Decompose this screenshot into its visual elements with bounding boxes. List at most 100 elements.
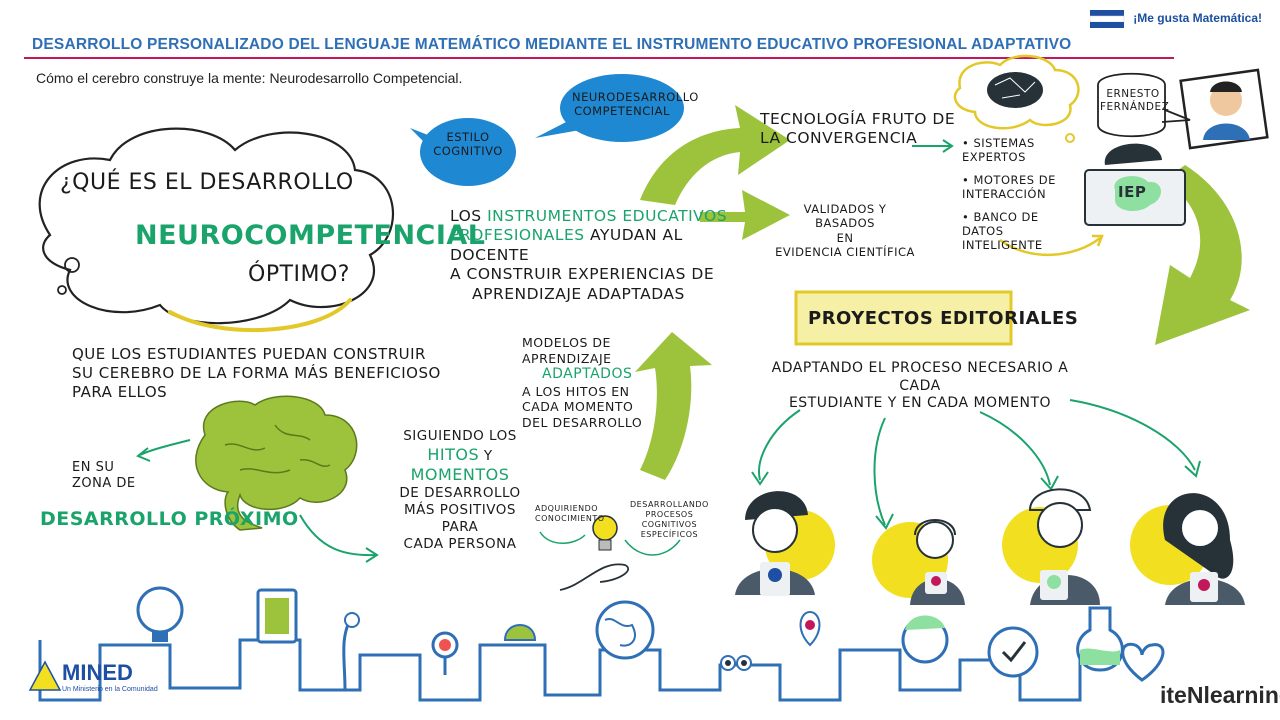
left-text-1: Que los estudiantes puedan construir — [72, 345, 426, 363]
hitos-7: cada persona — [403, 535, 517, 552]
proyectos-box — [794, 290, 1013, 346]
proyectos-title: Proyectos editoriales — [808, 308, 1079, 329]
hitos-text: Siguiendo los hitos y momentos de desarr… — [385, 428, 535, 552]
timeline-eyes-icon — [720, 655, 752, 671]
proyectos-sub: Adaptando el proceso necesario a cada es… — [755, 360, 1085, 413]
lightbulb-hand-icon — [539, 515, 681, 591]
author-name: Ernesto Fernández — [1100, 88, 1169, 114]
bubble-estilo-tail — [410, 128, 432, 150]
arrow-student-3 — [979, 411, 1051, 486]
tech-title: Tecnología fruto de la convergencia — [760, 110, 955, 149]
laptop-user — [1084, 143, 1186, 226]
timeline-globe-icon — [595, 600, 655, 660]
hitos-2: hitos — [427, 444, 480, 464]
question-line3: óptimo? — [248, 262, 350, 287]
left-text-2: su cerebro de la forma más beneficioso — [72, 363, 441, 382]
modelos-text: Modelos de aprendizaje adaptados a los h… — [522, 335, 662, 431]
left-text-3: para ellos — [72, 382, 168, 401]
timeline-heart-icon — [1121, 642, 1165, 682]
center-text-c: a construir experiencias de — [450, 265, 715, 284]
proyectos-sub-2: estudiante y en cada momento — [788, 395, 1052, 411]
zona-2: zona de — [72, 476, 136, 492]
center-text-a: Los — [450, 207, 488, 225]
left-paragraph: Que los estudiantes puedan construir su … — [72, 345, 462, 401]
brand-logo: ¡Me gusta Matemática! — [1089, 8, 1262, 30]
timeline-pin-icon — [799, 610, 821, 647]
student-4 — [1130, 493, 1245, 605]
question-cloud — [38, 127, 394, 325]
modelos-2: aprendizaje — [522, 350, 612, 366]
mined-subtext: Un Ministerio en la Comunidad — [62, 686, 158, 693]
page-subtitle: Cómo el cerebro construye la mente: Neur… — [36, 70, 463, 86]
bubble-neuro-tail — [535, 120, 580, 138]
hitos-5: de desarrollo — [399, 484, 521, 501]
bulb-right-4: específicos — [640, 530, 699, 539]
arrow-brain-left — [139, 439, 191, 456]
bulb-left-text: Adquiriendo conocimiento — [535, 504, 605, 524]
modelos-6: del desarrollo — [522, 415, 643, 430]
tech-title-2: la convergencia — [760, 129, 918, 148]
bubble-neuro: Neurodesarrollo competencial — [572, 90, 699, 119]
bubble-estilo: Estilo cognitivo — [433, 130, 503, 159]
itenlearning-logo: iteNlearning — [1160, 682, 1280, 708]
cloud-dot — [57, 285, 67, 295]
question-line1: ¿Qué es el desarrollo — [60, 170, 354, 195]
validated-2: en — [836, 230, 854, 245]
mined-logo: MINED Un Ministerio en la Comunidad — [62, 660, 158, 693]
validated-text: Validados y basados en evidencia científ… — [775, 202, 915, 260]
mined-text: MINED — [62, 660, 133, 685]
bulb-right-2: procesos — [645, 510, 694, 519]
brain-network-icon — [987, 72, 1043, 108]
bulb-right-1: Desarrollando — [630, 500, 709, 509]
bulb-left-1: Adquiriendo — [535, 504, 599, 513]
center-text-highlight-2: profesionales — [450, 226, 585, 245]
timeline-head-icon — [901, 615, 949, 664]
arrow-right — [700, 190, 790, 240]
tech-title-1: Tecnología fruto de — [760, 110, 956, 128]
arrow-thin-head — [942, 139, 954, 153]
arrow-student-2 — [873, 417, 886, 526]
arrow-up-middle — [635, 332, 712, 480]
center-paragraph: Los instrumentos educativos profesionale… — [450, 207, 750, 304]
zona-1: En su — [72, 460, 115, 475]
arrow-student-4 — [1069, 399, 1196, 471]
header-divider — [24, 57, 1174, 59]
center-text-b: ayudan al docente — [450, 226, 683, 264]
arrow-student-1 — [758, 409, 801, 481]
hitos-1: Siguiendo los — [403, 428, 517, 444]
zona-highlight: desarrollo próximo — [40, 508, 299, 530]
mined-logo-icon — [28, 660, 62, 691]
student-2 — [872, 519, 965, 605]
arrow-curve-laptop — [999, 237, 1101, 257]
center-text-d: aprendizaje adaptadas — [472, 284, 685, 303]
thought-cloud — [953, 54, 1080, 130]
timeline-magnifier-icon — [431, 631, 459, 675]
bulb-right-3: cognitivos — [641, 520, 698, 529]
student-1 — [735, 491, 835, 596]
hitos-3: y — [483, 447, 493, 464]
timeline-tablet-icon — [256, 588, 298, 644]
arrow-curve-laptop-head — [1092, 234, 1104, 247]
hitos-4: momentos — [410, 464, 510, 484]
page-title: DESARROLLO PERSONALIZADO DEL LENGUAJE MA… — [32, 36, 1072, 53]
timeline-dome-icon — [503, 624, 537, 641]
bubble-neuro-shape — [560, 74, 684, 142]
timeline-clock-icon — [987, 626, 1039, 678]
center-text-highlight: instrumentos educativos — [487, 207, 728, 225]
tech-list-item: • Banco de datos inteligente — [962, 209, 1043, 253]
hitos-6: más positivos para — [404, 501, 516, 535]
validated-1: Validados y basados — [803, 202, 887, 231]
modelos-4: a los hitos en — [522, 383, 630, 399]
brand-text: ¡Me gusta Matemática! — [1133, 11, 1262, 26]
arrow-up-right — [640, 105, 790, 205]
question-highlight: Neurocompetencial — [135, 220, 486, 251]
modelos-1: Modelos de — [522, 335, 611, 350]
timeline-flask-icon — [1076, 606, 1124, 672]
zona-text: En su zona de — [72, 460, 136, 493]
arrow-big-down — [1155, 165, 1250, 345]
timeline-sprout-icon — [342, 612, 360, 691]
student-3 — [1002, 488, 1100, 605]
validated-3: evidencia científica — [775, 245, 915, 260]
tech-list: • Sistemas expertos • Motores de interac… — [962, 136, 1082, 253]
